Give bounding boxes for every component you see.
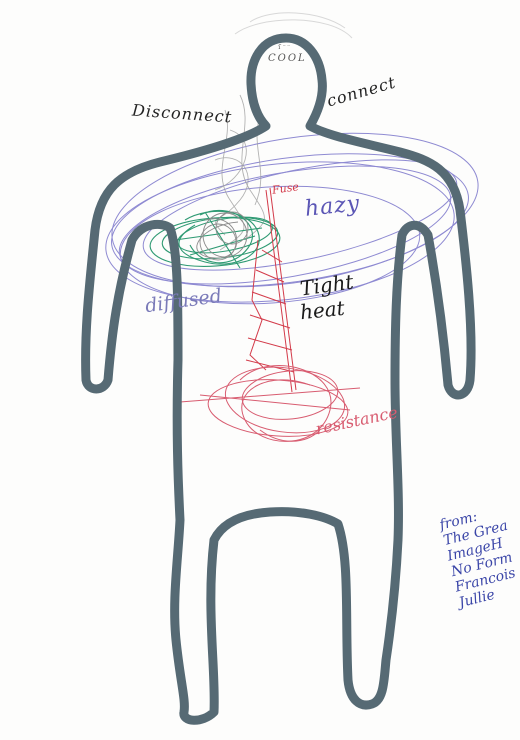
body-outline — [86, 38, 471, 720]
blue-orbit-scribbles — [99, 110, 489, 318]
heat-label: heat — [299, 298, 346, 323]
hazy-label: hazy — [304, 193, 361, 221]
head-label: COOL — [268, 54, 307, 64]
green-chest-scribbles — [148, 210, 281, 270]
head-doodle-text: ʕ ᵔ ᵔ — [278, 45, 290, 51]
halo-lines — [235, 13, 352, 38]
fuse-label: Fuse — [271, 181, 299, 196]
